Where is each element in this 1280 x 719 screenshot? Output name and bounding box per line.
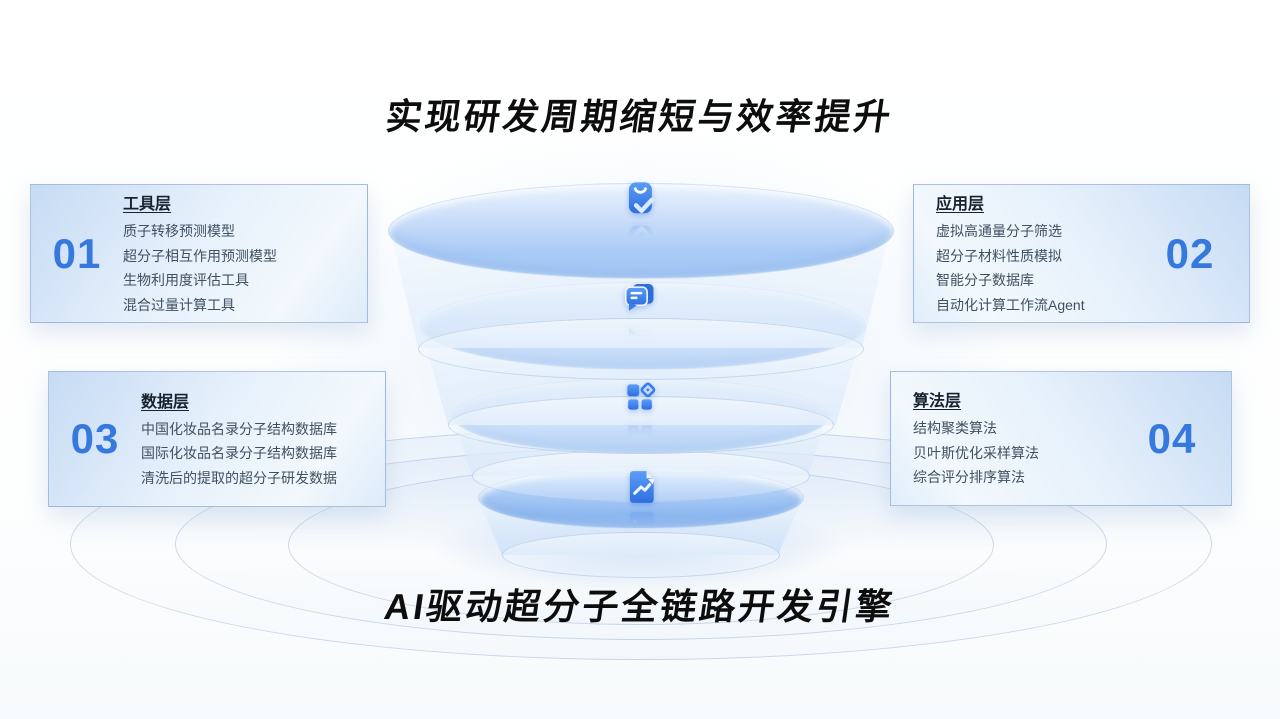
document-trend-icon [622, 468, 658, 506]
card-item: 清洗后的提取的超分子研发数据 [141, 469, 337, 486]
card-number: 01 [52, 229, 102, 277]
funnel-tier-4-rim [502, 532, 780, 578]
bottom-title: AI驱动超分子全链路开发引擎 [381, 586, 898, 627]
funnel-tier-1-rim [418, 318, 864, 380]
card-item: 中国化妆品名录分子结构数据库 [141, 420, 337, 437]
card-item: 混合过量计算工具 [123, 296, 235, 313]
card-title: 工具层 [123, 196, 172, 213]
card-data-layer: 03 数据层 中国化妆品名录分子结构数据库 国际化妆品名录分子结构数据库 清洗后… [48, 371, 386, 507]
card-item: 智能分子数据库 [936, 272, 1034, 288]
card-number: 04 [1147, 414, 1197, 462]
card-number: 03 [70, 415, 120, 462]
card-application-layer: 02 应用层 虚拟高通量分子筛选 超分子材料性质模拟 智能分子数据库 自动化计算… [913, 184, 1250, 323]
card-title: 应用层 [936, 196, 985, 213]
chat-messages-icon [621, 280, 659, 318]
funnel-tier-2-rim [448, 396, 834, 454]
card-number: 02 [1165, 229, 1215, 277]
card-item: 国际化妆品名录分子结构数据库 [141, 445, 337, 462]
card-item: 贝叶斯优化采样算法 [913, 444, 1039, 461]
card-item: 超分子相互作用预测模型 [123, 247, 277, 264]
card-item: 自动化计算工作流Agent [936, 296, 1085, 313]
card-title: 算法层 [913, 393, 962, 411]
category-grid-icon [621, 378, 659, 416]
card-title: 数据层 [141, 393, 190, 411]
card-item: 综合评分排序算法 [913, 469, 1025, 486]
card-item: 结构聚类算法 [913, 420, 997, 437]
card-item: 超分子材料性质模拟 [936, 247, 1062, 264]
card-algorithm-layer: 04 算法层 结构聚类算法 贝叶斯优化采样算法 综合评分排序算法 [890, 371, 1232, 506]
card-item: 生物利用度评估工具 [123, 272, 249, 288]
card-item: 虚拟高通量分子筛选 [936, 223, 1062, 239]
card-tool-layer: 01 工具层 质子转移预测模型 超分子相互作用预测模型 生物利用度评估工具 混合… [30, 184, 368, 323]
card-item: 质子转移预测模型 [123, 223, 235, 239]
clipboard-check-icon [621, 180, 659, 218]
